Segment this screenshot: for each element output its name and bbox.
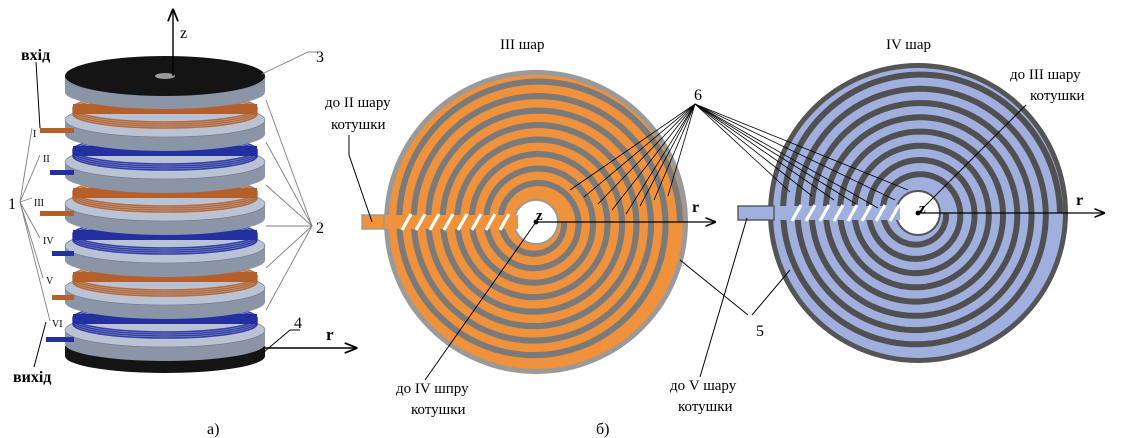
callout-5-leader [679,259,749,316]
to-layer5-label-line2: котушки [678,399,733,415]
slot-cut [470,213,483,231]
slot-cut [846,204,859,222]
output-label-leader [33,321,47,368]
to-layer5-label-line1: до V шару [670,378,737,394]
to-layer5-leader [699,217,748,378]
callout-6-line [653,103,696,201]
to-layer2-leader [348,135,373,223]
layer-numeral-2: II [43,154,50,165]
callout-3-leader [261,51,318,75]
terminal-lead [52,295,74,300]
to-layer4-label-line1: до IV шпру [396,381,469,397]
terminal-lead [50,170,74,175]
callout-4: 4 [294,315,302,332]
to-layer3-label-line2: котушки [1030,88,1085,104]
z-axis-label-a: z [180,25,187,42]
callout-6-line [625,103,696,215]
slot-cut [818,204,831,222]
callout-6-line [694,103,896,201]
callout-2: 2 [316,220,324,237]
to-layer3-label-line1: до III шару [1010,67,1081,83]
callout-6-line [694,103,879,209]
to-layer4-label-line2: котушки [411,402,466,418]
callout-4-leader [263,329,300,353]
terminal-lead [40,211,74,216]
panel-b-spirals: III шар IV шар r z r z до II шару котушк… [325,37,1104,438]
terminal-lead [52,251,74,256]
slot-cut [498,213,511,231]
disc-stack [40,56,266,373]
z-axis-label-b3: z [536,208,543,224]
slot-cut [456,213,469,231]
input-label: вхід [21,47,50,64]
layer-numeral-3: III [34,198,44,209]
terminal-lead [46,337,74,342]
callout-6: 6 [694,87,702,104]
slot-cut [400,213,413,231]
callout-6-line [583,103,696,198]
callout-2-leaders [265,99,313,311]
layer-numeral-5: V [46,276,54,287]
to-layer2-label-line2: котушки [331,117,386,133]
callout-5-leader-2 [751,269,791,316]
top-cap-hole [155,73,175,79]
callout-6-line [597,103,696,205]
callout-6-line [694,103,857,205]
callout-6-line [639,103,696,207]
layer4-title: IV шар [886,37,931,53]
caption-b: б) [596,421,609,438]
layer3-title: III шар [500,37,544,53]
to-layer2-label-line1: до II шару [325,95,391,111]
input-label-leader [35,61,41,129]
slot-cut [804,204,817,222]
slot-cut [428,213,441,231]
to-layer4-leader [424,221,537,381]
r-axis-label-b4: r [1076,192,1083,209]
slot-cut [874,204,887,222]
slot-cut [414,213,427,231]
slot-cut [484,213,497,231]
r-axis-label-a: r [326,325,334,344]
callout-5: 5 [756,323,764,340]
layer-numeral-6: VI [52,319,63,330]
to-layer3-leader [917,104,1027,214]
callout-6-line [694,103,791,193]
slot-cut [860,204,873,222]
layer-numeral-1: I [33,129,36,140]
callout-6-line [569,103,696,191]
callout-6-leaders [569,103,909,215]
slot-cut [888,204,901,222]
slot-cut [442,213,455,231]
slot-cut [832,204,845,222]
callout-6-line [667,103,696,197]
callout-1-leaders [19,127,51,322]
callout-1: 1 [8,196,16,213]
callout-6-line [694,103,835,201]
callout-6-line [694,103,813,197]
r-axis-label-b3: r [692,199,699,216]
output-label: вихід [13,369,51,386]
callout-6-line [694,103,909,191]
callout-6-line [611,103,696,211]
caption-a: а) [207,421,219,438]
terminal-tab [737,205,775,221]
terminal-lead [40,128,74,133]
terminal-tab [361,214,385,230]
layer-numeral-4: IV [43,236,54,247]
slot-cut [790,204,803,222]
callout-3: 3 [316,49,324,66]
panel-a-coil-stack: z r вхід вихід I II III IV V VI 1 [8,10,356,438]
